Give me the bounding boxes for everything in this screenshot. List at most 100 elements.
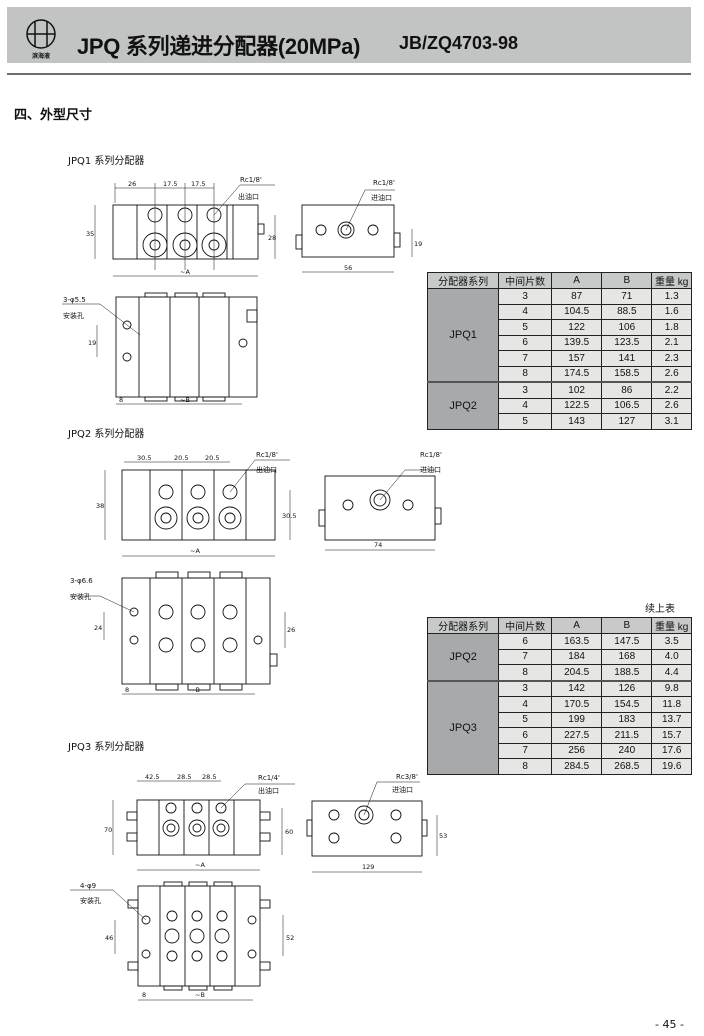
table-cell: 7 (498, 350, 553, 367)
series-cell: JPQ1 (426, 288, 500, 383)
jpq3-dim: 46 (105, 934, 113, 942)
jpq3-outlet-label: 出油口 (258, 786, 279, 795)
jpq1-dim: 19 (414, 240, 422, 248)
series-cell: JPQ2 (426, 633, 500, 681)
table-cell: 170.5 (551, 696, 603, 713)
table-cell: 183 (601, 711, 653, 728)
table-cell: 188.5 (601, 664, 653, 681)
table-cell: 143 (551, 413, 603, 430)
jpq1-caption: JPQ1 系列分配器 (68, 156, 145, 167)
jpq2-outlet-thread: Rc1/8' (256, 451, 278, 459)
table-cell: 3.5 (651, 633, 692, 650)
table-cell: 7 (498, 648, 553, 665)
table-cell: 211.5 (601, 727, 653, 744)
table-cell: 141 (601, 350, 653, 367)
logo-text: 滨海液 (32, 52, 51, 60)
table-cell: 88.5 (601, 303, 653, 320)
table-cell: 9.8 (651, 679, 692, 697)
table-cell: 11.8 (651, 696, 692, 713)
continued-label: 续上表 (645, 604, 675, 615)
table-cell: 7 (498, 742, 553, 759)
table-cell: 1.3 (651, 288, 692, 305)
jpq2-dim: ~B (190, 686, 200, 694)
column-header: 分配器系列 (426, 272, 500, 289)
jpq3-bottom-view (127, 881, 271, 991)
table-cell: 126 (601, 679, 653, 697)
column-header: 中间片数 (498, 617, 553, 634)
table-cell: 127 (601, 413, 653, 430)
table-cell: 8 (498, 758, 553, 775)
jpq3-dim: 42.5 (145, 773, 159, 781)
table-cell: 268.5 (601, 758, 653, 775)
table-cell: 1.6 (651, 303, 692, 320)
table-cell: 19.6 (651, 758, 692, 775)
table-cell: 4 (498, 696, 553, 713)
jpq3-dim: 28.5 (202, 773, 216, 781)
jpq2-dim: ~A (190, 547, 200, 555)
table-cell: 106 (601, 319, 653, 336)
table-cell: 1.8 (651, 319, 692, 336)
column-header: 中间片数 (498, 272, 553, 289)
jpq1-dim: 19 (88, 339, 96, 347)
table-cell: 240 (601, 742, 653, 759)
table-cell: 17.6 (651, 742, 692, 759)
table-cell: 2.2 (651, 381, 692, 399)
table-cell: 5 (498, 711, 553, 728)
table-cell: 2.6 (651, 365, 692, 383)
jpq1-inlet-label: 进油口 (371, 193, 392, 202)
column-header: A (551, 272, 603, 289)
table-cell: 15.7 (651, 727, 692, 744)
table-cell: 142 (551, 679, 603, 697)
jpq3-inlet-label: 进油口 (392, 785, 413, 794)
jpq1-bottom-view (115, 292, 258, 402)
jpq2-dim: 20.5 (174, 454, 188, 462)
jpq1-dim: ~B (180, 396, 190, 404)
jpq3-inlet-thread: Rc3/8' (396, 773, 418, 781)
table-cell: 2.1 (651, 334, 692, 351)
jpq2-dim: 20.5 (205, 454, 219, 462)
table-cell: 2.6 (651, 397, 692, 414)
column-header: 重量 kg (651, 272, 692, 289)
table-cell: 71 (601, 288, 653, 305)
jpq3-mount-label: 安装孔 (80, 896, 101, 905)
jpq2-dim: 38 (96, 502, 104, 510)
jpq2-mount-hole: 3-φ6.6 (70, 577, 93, 585)
jpq3-side-view (306, 800, 428, 857)
table-cell: 3 (498, 679, 553, 697)
jpq2-dim: 30.5 (137, 454, 151, 462)
column-header: 重量 kg (651, 617, 692, 634)
jpq2-dim: 24 (94, 624, 102, 632)
jpq1-dim: 8 (119, 396, 123, 404)
series-cell: JPQ2 (426, 381, 500, 430)
jpq2-dim: 26 (287, 626, 295, 634)
table-cell: 184 (551, 648, 603, 665)
table-cell: 87 (551, 288, 603, 305)
jpq1-outlet-label: 出油口 (238, 192, 259, 201)
jpq2-front-view (121, 469, 276, 541)
table-cell: 199 (551, 711, 603, 728)
jpq2-bottom-view (121, 571, 278, 691)
table-cell: 106.5 (601, 397, 653, 414)
jpq1-dim: 28 (268, 234, 276, 242)
jpq1-dim: 17.5 (163, 180, 177, 188)
jpq3-dim: 8 (142, 991, 146, 999)
column-header: B (601, 272, 653, 289)
company-logo: 滨海液 (26, 19, 56, 60)
table-cell: 6 (498, 633, 553, 650)
jpq2-dim: 74 (374, 541, 382, 549)
jpq1-dim: ~A (180, 268, 190, 276)
table-cell: 147.5 (601, 633, 653, 650)
jpq3-dim: ~A (195, 861, 205, 869)
table-cell: 4 (498, 303, 553, 320)
table-cell: 13.7 (651, 711, 692, 728)
jpq2-caption: JPQ2 系列分配器 (68, 429, 145, 440)
jpq2-inlet-thread: Rc1/8' (420, 451, 442, 459)
jpq1-dim: 26 (128, 180, 136, 188)
